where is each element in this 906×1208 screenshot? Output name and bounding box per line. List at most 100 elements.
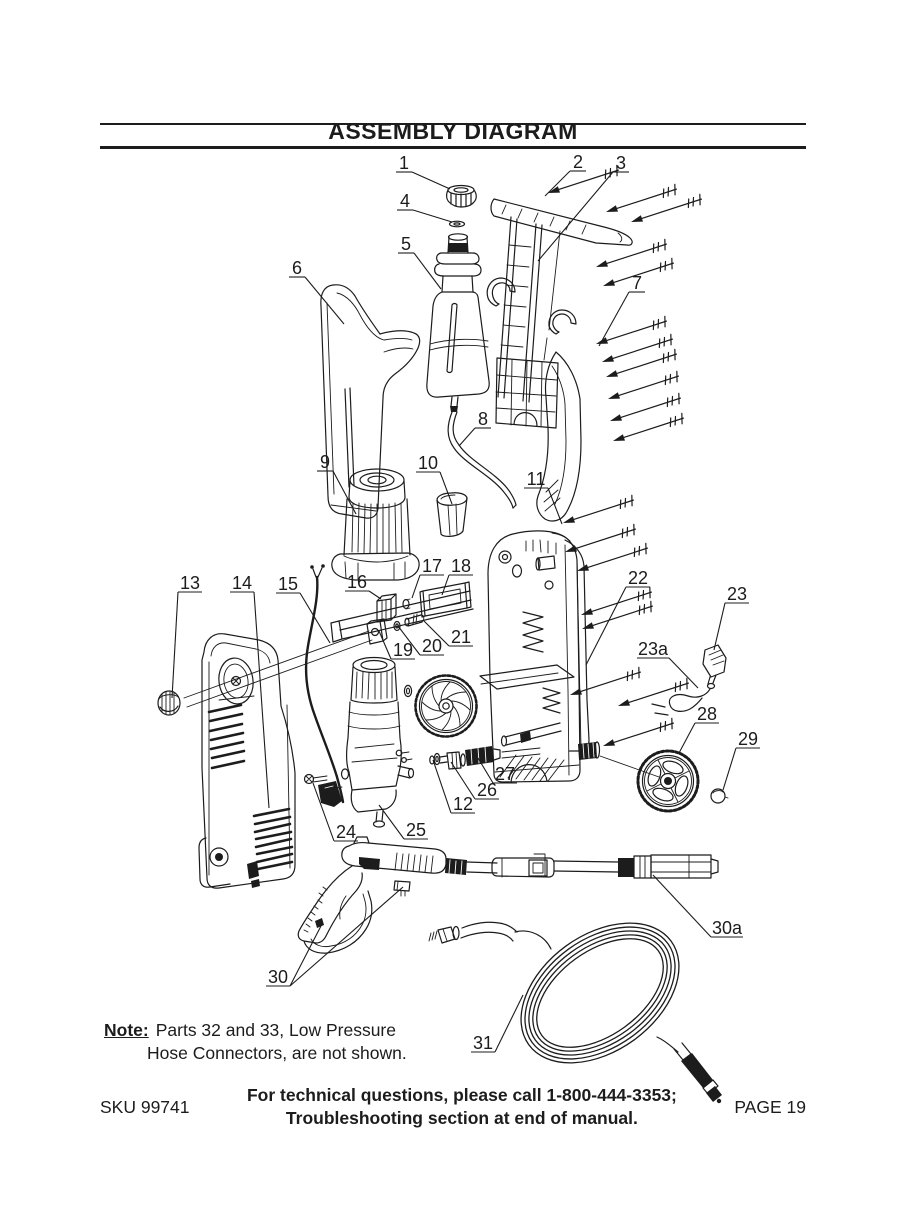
handle-frame-drawing <box>486 198 633 522</box>
callout-label-9: 9 <box>320 452 330 472</box>
callout-leader-7 <box>598 291 630 347</box>
spray-wand-drawing <box>445 853 719 879</box>
callout-label-18: 18 <box>451 556 471 576</box>
callout-leader-29 <box>722 747 737 791</box>
callout-leader-26 <box>450 761 476 800</box>
knob-drawing <box>157 690 181 716</box>
note: Note: Parts 32 and 33, Low Pressure Hose … <box>104 1019 407 1065</box>
callout-leader-27 <box>477 757 494 784</box>
detergent-tank-drawing <box>426 233 490 412</box>
callout-label-6: 6 <box>292 258 302 278</box>
axis-lines <box>183 630 660 778</box>
callout-leader-9 <box>332 470 357 515</box>
callout-label-21: 21 <box>451 627 471 647</box>
callout-label-20: 20 <box>422 636 442 656</box>
screw-arrow <box>579 600 655 635</box>
handle-cover-drawing <box>320 284 421 519</box>
callout-leader-6 <box>304 276 345 325</box>
callout-leader-18 <box>441 574 450 596</box>
callout-leader-21 <box>422 619 450 647</box>
footer-center: For technical questions, please call 1-8… <box>247 1084 677 1130</box>
callout-label-17: 17 <box>422 556 442 576</box>
callout-leader-30 <box>289 886 404 987</box>
callout-label-29: 29 <box>738 729 758 749</box>
sku: SKU 99741 <box>100 1096 190 1117</box>
callout-leader-15 <box>299 592 331 644</box>
callout-label-22: 22 <box>628 568 648 588</box>
note-line1: Parts 32 and 33, Low Pressure <box>155 1020 396 1040</box>
callout-leader-23 <box>713 602 726 651</box>
screw-arrow <box>578 586 654 621</box>
callout-label-14: 14 <box>232 573 252 593</box>
callout-leader-23a <box>668 657 699 689</box>
callout-leader-8 <box>458 427 476 447</box>
footer-phone-line: For technical questions, please call 1-8… <box>246 1085 677 1105</box>
callout-label-31: 31 <box>473 1033 493 1053</box>
callout-leader-24 <box>312 782 335 842</box>
detergent-hose-drawing <box>447 411 517 509</box>
callout-label-30a: 30a <box>712 918 743 938</box>
callout-label-7: 7 <box>632 273 642 293</box>
screw-arrow <box>610 412 686 447</box>
footer-manual-line: Troubleshooting section at end of manual… <box>285 1108 638 1128</box>
axle-parts-drawing <box>429 746 541 770</box>
callout-label-23a: 23a <box>638 639 669 659</box>
callout-leader-11 <box>547 487 563 525</box>
screw-arrow <box>545 164 621 199</box>
motor-drawing <box>331 468 420 581</box>
page-number: PAGE 19 <box>734 1096 806 1117</box>
tank-cap-drawing <box>446 184 477 208</box>
callout-label-1: 1 <box>399 153 409 173</box>
screw-arrow <box>603 348 679 383</box>
callout-leader-22 <box>585 586 627 666</box>
power-plug-drawing <box>651 644 727 716</box>
callout-label-4: 4 <box>400 191 410 211</box>
callout-label-3: 3 <box>616 153 626 173</box>
callout-label-30: 30 <box>268 967 288 987</box>
page-footer: SKU 99741 For technical questions, pleas… <box>100 1084 806 1130</box>
pump-assembly-drawing <box>303 656 415 828</box>
callout-label-26: 26 <box>477 780 497 800</box>
callout-leader-12 <box>432 759 452 814</box>
nozzle-cup-drawing <box>436 492 468 537</box>
callout-label-23: 23 <box>727 584 747 604</box>
spray-gun-drawing <box>297 836 447 954</box>
wheel-drawing <box>636 749 700 813</box>
callout-label-2: 2 <box>573 152 583 172</box>
main-housing-drawing <box>479 530 581 783</box>
callout-label-11: 11 <box>527 469 546 489</box>
callout-label-25: 25 <box>406 820 426 840</box>
callout-leader-3 <box>537 171 614 262</box>
hose-fitting-drawing <box>428 921 518 944</box>
callout-label-8: 8 <box>478 409 488 429</box>
callout-label-27: 27 <box>495 764 515 784</box>
screw-arrow <box>628 193 704 228</box>
callout-leader-4 <box>412 209 453 223</box>
callout-label-24: 24 <box>336 822 356 842</box>
title-rule-top <box>100 123 806 125</box>
callout-leader-28 <box>678 722 696 754</box>
screw-arrow <box>600 717 676 752</box>
callout-leader-30 <box>289 923 323 987</box>
callout-leader-20 <box>397 625 421 656</box>
callout-leader-19 <box>378 630 392 660</box>
callout-leader-13 <box>171 591 179 699</box>
callout-label-19: 19 <box>393 640 413 660</box>
screw-arrows <box>545 164 704 752</box>
switch-bracket-drawing <box>330 581 474 645</box>
power-cord-drawing <box>304 564 345 804</box>
note-label: Note: <box>104 1020 149 1040</box>
callout-leader-17 <box>411 574 421 599</box>
note-line2: Hose Connectors, are not shown. <box>147 1043 407 1063</box>
callout-leader-10 <box>439 471 453 505</box>
pressure-hose-drawing <box>514 922 722 1104</box>
callout-label-10: 10 <box>418 453 438 473</box>
screw-arrow <box>562 523 638 558</box>
callout-label-16: 16 <box>347 572 367 592</box>
rear-panel-drawing <box>551 532 601 760</box>
callout-leader-2 <box>544 170 571 197</box>
callout-leader-1 <box>411 171 451 190</box>
callout-label-12: 12 <box>453 794 473 814</box>
